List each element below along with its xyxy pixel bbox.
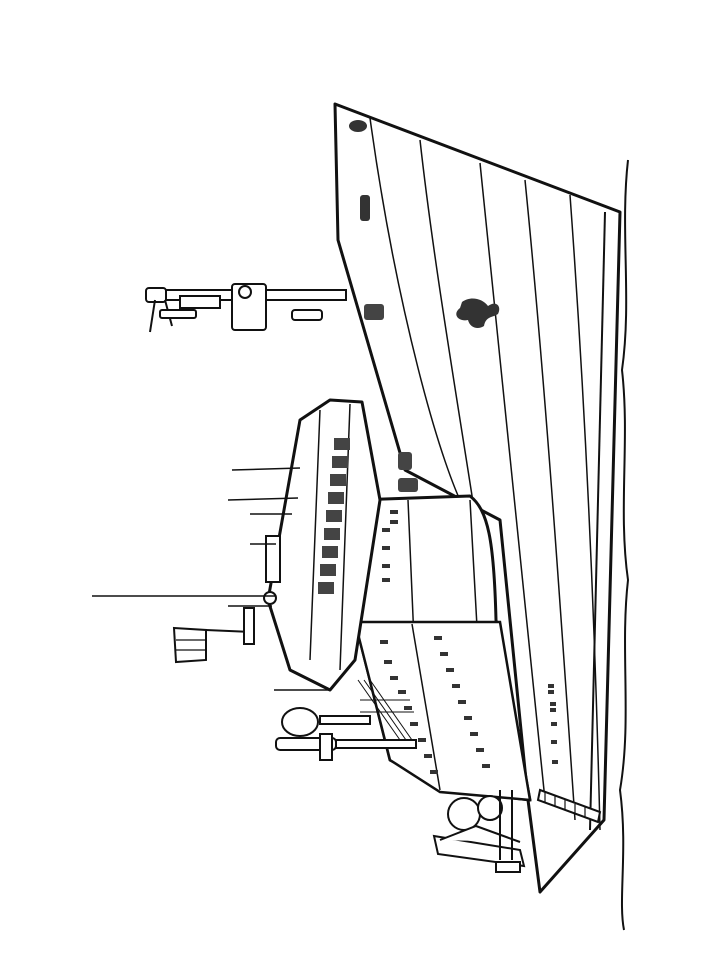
hawse-hole <box>349 120 367 132</box>
bow-mast <box>145 283 347 333</box>
window-rows <box>380 510 490 774</box>
radome-icon <box>281 707 319 737</box>
antennas <box>92 467 330 691</box>
water-line <box>618 159 630 931</box>
superstructure <box>263 398 532 802</box>
hull <box>333 102 622 894</box>
flag <box>172 607 255 664</box>
bird-emblem-icon <box>456 298 500 328</box>
bridge-windows <box>318 438 350 594</box>
stern-crane <box>432 790 526 873</box>
aft-mast <box>275 707 417 761</box>
bridge <box>266 398 382 692</box>
